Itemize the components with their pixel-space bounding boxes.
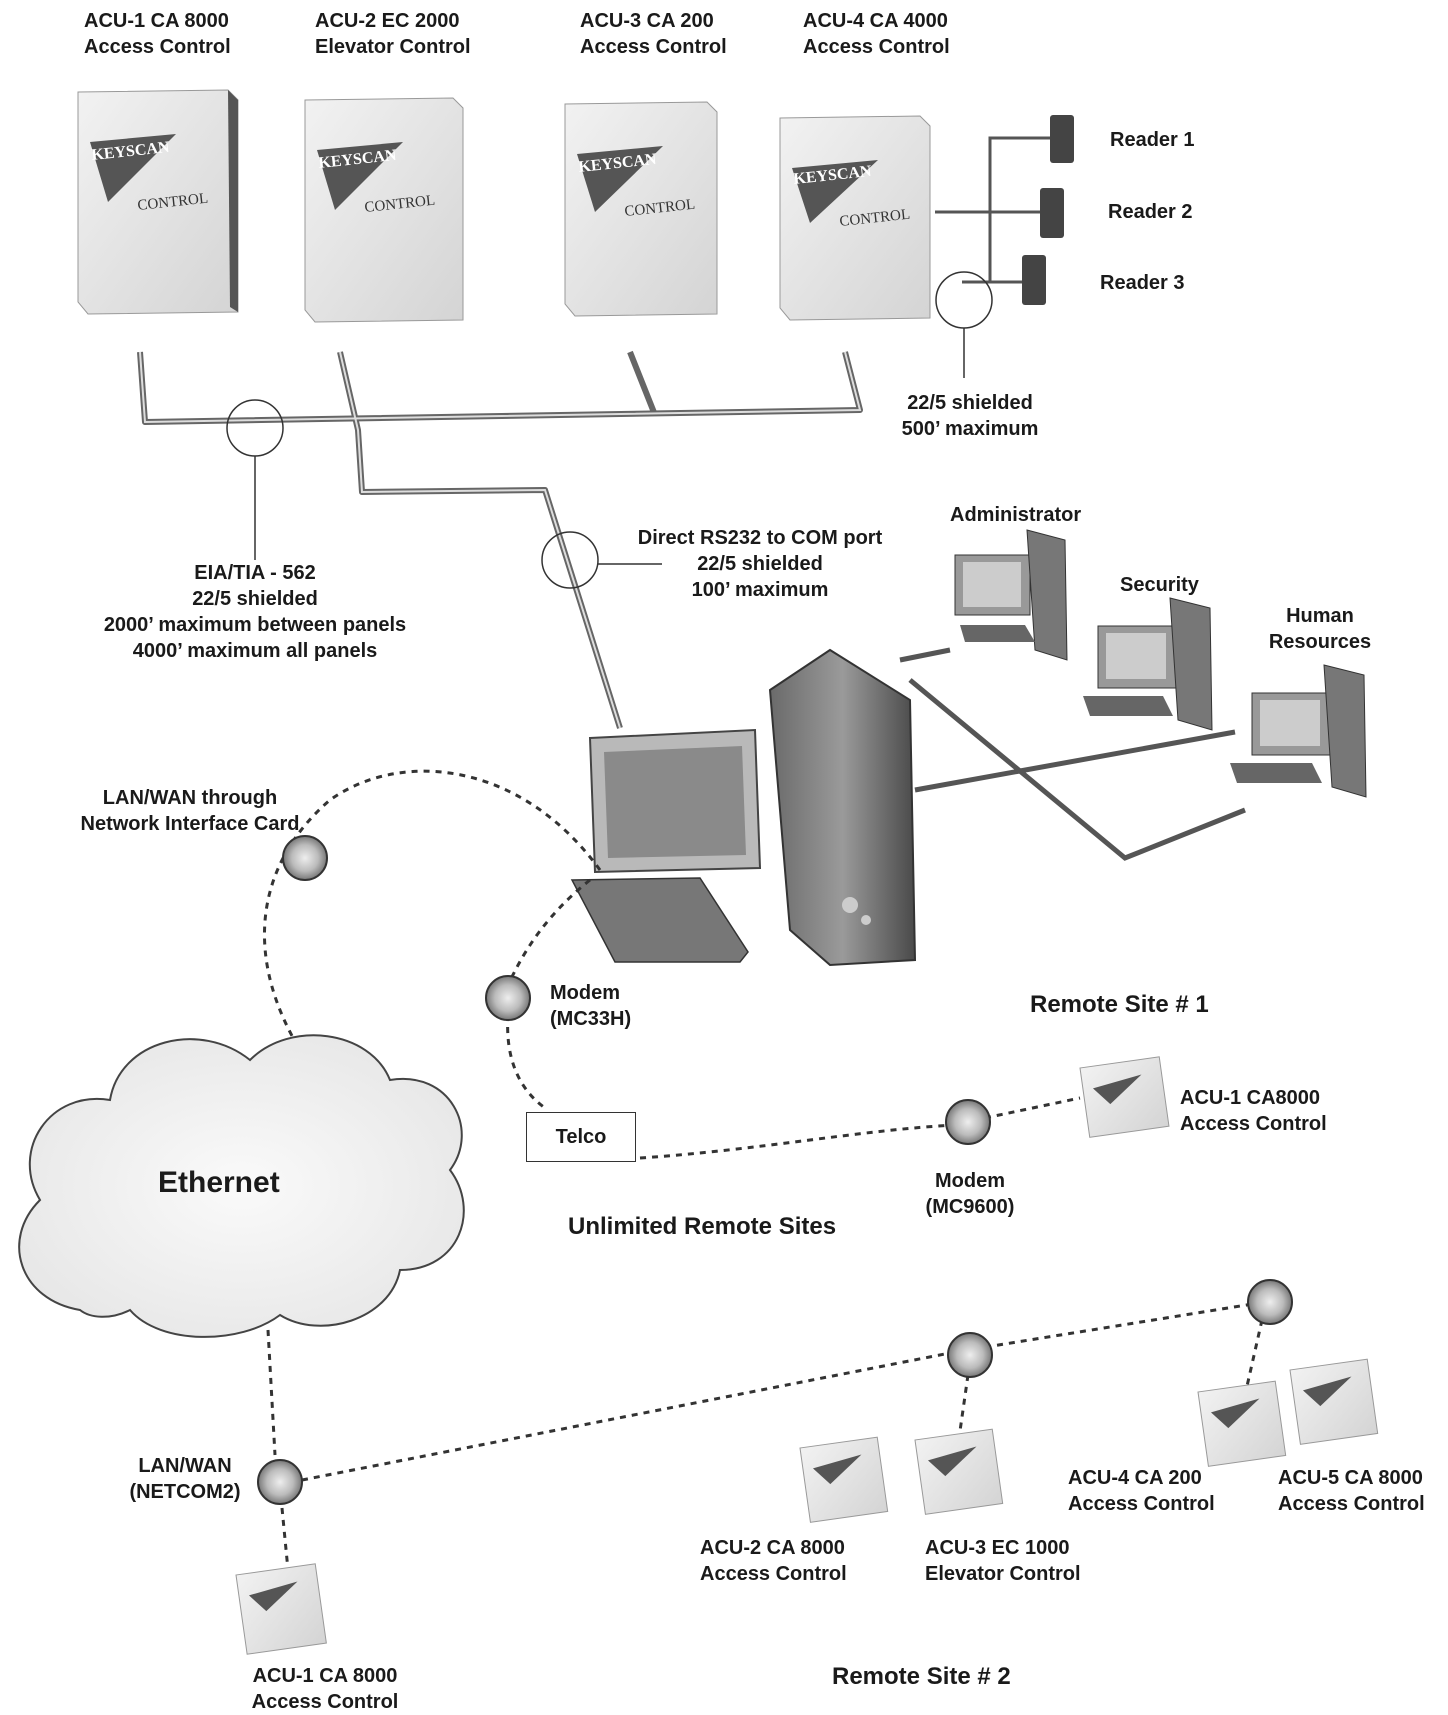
reader-2-label: Reader 2	[1108, 201, 1193, 223]
main-computer	[570, 648, 917, 967]
hub2-acu4-link	[1243, 1319, 1264, 1396]
acu-panel-1: KEYSCAN CONTROL	[77, 89, 239, 315]
telco-remote-link	[639, 1123, 956, 1160]
remote2-acu5-unit	[1289, 1358, 1379, 1445]
modem-mc33h-label: Modem(MC33H)	[550, 982, 632, 1030]
lan-nic-node	[282, 835, 328, 881]
reader-2-device	[1040, 188, 1064, 238]
workstation-wiring	[899, 647, 1246, 861]
ethernet-cloud	[18, 1034, 465, 1338]
reader-cable-callout	[935, 271, 993, 329]
rs232-callout	[541, 531, 599, 589]
remote2-link	[301, 1300, 1266, 1482]
remote2-acu3-unit	[914, 1428, 1004, 1515]
reader-3-label: Reader 3	[1100, 272, 1185, 294]
acu-panel-4: KEYSCAN CONTROL	[779, 115, 931, 321]
acu-panel-3: KEYSCAN CONTROL	[564, 101, 718, 317]
modem-mc33h-node	[485, 975, 531, 1021]
reader-1-label: Reader 1	[1110, 129, 1195, 151]
remote-site-2-title: Remote Site # 2	[832, 1663, 1011, 1690]
modem-mc9600-node	[945, 1099, 991, 1145]
netcom2-label: LAN/WAN(NETCOM2)	[129, 1455, 241, 1503]
panel-word: CONTROL	[364, 193, 436, 216]
remote1-acu-unit	[1079, 1056, 1170, 1138]
remote2-acu1-unit	[235, 1563, 327, 1655]
telco-box: Telco	[526, 1112, 636, 1162]
remote2-hub-node	[947, 1332, 993, 1378]
remote2-acu4-unit	[1197, 1380, 1287, 1467]
workstation-hr	[1230, 664, 1367, 798]
workstation-security	[1083, 597, 1213, 731]
reader-1-device	[1050, 115, 1074, 163]
modem-mc9600-label: Modem(MC9600)	[925, 1170, 1015, 1218]
modem1-link	[506, 878, 591, 986]
remote2-hub2-node	[1247, 1279, 1293, 1325]
netcom-down-link	[280, 1507, 290, 1571]
ethernet-down-link	[266, 1329, 277, 1456]
reader-wiring	[935, 136, 1055, 284]
panel-word: CONTROL	[137, 191, 209, 214]
bus-cable-callout	[226, 399, 284, 457]
reader-3-device	[1022, 255, 1046, 305]
panel-word: CONTROL	[624, 197, 696, 220]
admin-label: Administrator	[950, 504, 1082, 526]
security-label: Security	[1120, 574, 1199, 596]
telco-link	[506, 1014, 546, 1110]
netcom2-node	[257, 1459, 303, 1505]
remote2-acu2-unit	[799, 1436, 889, 1523]
remote-site-1-title: Remote Site # 1	[1030, 991, 1209, 1018]
workstation-administrator	[954, 529, 1068, 661]
ethernet-label: Ethernet	[158, 1166, 280, 1199]
panel-word: CONTROL	[839, 207, 911, 230]
panel-bus-highlight	[139, 351, 862, 729]
remote1-link	[984, 1096, 1081, 1120]
lan-link	[263, 769, 602, 1051]
unlimited-remote-sites-label: Unlimited Remote Sites	[568, 1213, 837, 1240]
acu-panel-2: KEYSCAN CONTROL	[304, 97, 464, 323]
